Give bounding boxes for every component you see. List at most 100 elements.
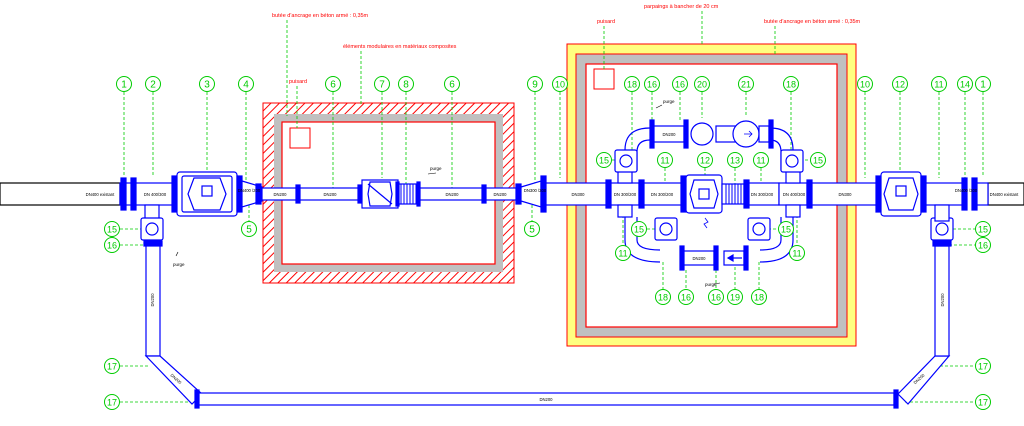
label-dn200-bypass-left: DN200 (150, 293, 155, 307)
callout-number: 15 (978, 225, 988, 235)
callout-circle (857, 76, 873, 92)
callout-circle (783, 76, 799, 92)
purge-labels: purge purge purge purge (173, 99, 721, 287)
callout-14: 14 (957, 76, 973, 92)
callout-circle (325, 76, 341, 92)
callout-number: 4 (243, 80, 249, 91)
callout-number: 11 (756, 156, 765, 166)
annotation-butee-left: butée d'ancrage en béton armé : 0,35m (272, 13, 369, 19)
callout-number: 12 (895, 80, 905, 90)
callout-circle (199, 76, 215, 92)
callout-11: 11 (657, 152, 673, 168)
callout-16: 16 (975, 237, 991, 253)
label-dn200-bypass-bottom: DN200 (539, 397, 553, 402)
callout-number: 16 (675, 80, 685, 90)
callout-17: 17 (104, 358, 120, 374)
callout-number: 18 (754, 293, 764, 303)
callout-number: 17 (978, 398, 988, 408)
callout-number: 5 (246, 225, 252, 236)
callout-circle (104, 237, 120, 253)
callout-15: 15 (631, 221, 647, 237)
callout-circle (727, 289, 743, 305)
callout-circle (738, 76, 754, 92)
callout-5: 5 (524, 221, 540, 237)
callout-circle (753, 152, 769, 168)
callout-circle (104, 394, 120, 410)
outer-bypass (140, 204, 954, 409)
callout-number: 18 (627, 80, 637, 90)
callout-17: 17 (975, 358, 991, 374)
callout-circle (657, 152, 673, 168)
callout-number: 16 (978, 241, 988, 251)
callout-4: 4 (238, 76, 254, 92)
callout-circle (374, 76, 390, 92)
callout-number: 17 (107, 362, 117, 372)
callout-number: 20 (697, 80, 707, 90)
callout-16: 16 (104, 237, 120, 253)
callout-circle (615, 245, 631, 261)
callout-circle (975, 221, 991, 237)
purge-left: purge (173, 262, 185, 267)
callout-number: 15 (107, 225, 117, 235)
callout-number: 6 (330, 80, 336, 91)
callout-18: 18 (783, 76, 799, 92)
callout-circle (892, 76, 908, 92)
callout-circle (694, 76, 710, 92)
callout-1: 1 (975, 76, 991, 92)
label-dn200-bypass-right: DN200 (940, 293, 945, 307)
callout-1: 1 (116, 76, 132, 92)
purge-chamber-right: purge (663, 99, 675, 104)
callout-number: 5 (529, 225, 535, 236)
callout-number: 14 (960, 80, 970, 90)
callout-6: 6 (325, 76, 341, 92)
callout-number: 6 (449, 80, 455, 91)
purge-bottom: purge (705, 282, 717, 287)
callout-16: 16 (708, 289, 724, 305)
callout-18: 18 (624, 76, 640, 92)
label-dn400-300-right: DN 400/300 (783, 192, 806, 197)
callout-number: 16 (681, 293, 691, 303)
callout-number: 10 (555, 80, 565, 90)
label-dn400-200-a: DN400 /200 (238, 188, 261, 193)
callout-circle (810, 152, 826, 168)
callout-number: 15 (634, 225, 644, 235)
callout-circle (975, 237, 991, 253)
callout-circle (751, 289, 767, 305)
callout-16: 16 (672, 76, 688, 92)
label-dn200-d: DN200 (493, 192, 507, 197)
callout-2: 2 (145, 76, 161, 92)
callout-number: 11 (934, 80, 943, 90)
label-dn300-b: DN300 (838, 192, 852, 197)
label-dn200-upper: DN200 (662, 132, 676, 137)
label-dn200-c: DN200 (445, 192, 459, 197)
left-sump (289, 127, 311, 149)
callout-number: 2 (150, 80, 156, 91)
callout-circle (527, 76, 543, 92)
label-dn200-lower: DN200 (692, 256, 706, 261)
callout-circle (631, 221, 647, 237)
callout-11: 11 (753, 152, 769, 168)
label-dn400-300-left: DN 400/300 (144, 192, 167, 197)
callout-number: 11 (792, 249, 801, 259)
annotation-puisard-right: puisard (597, 19, 615, 25)
callout-8: 8 (398, 76, 414, 92)
annotation-butee-right: butée d'ancrage en béton armé : 0,35m (764, 19, 861, 25)
callout-6: 6 (444, 76, 460, 92)
callout-circle (678, 289, 694, 305)
callout-circle (552, 76, 568, 92)
callout-number: 21 (741, 80, 751, 90)
callout-5: 5 (241, 221, 257, 237)
callout-circle (524, 221, 540, 237)
callout-12: 12 (697, 152, 713, 168)
callout-circle (241, 221, 257, 237)
callout-number: 16 (711, 293, 721, 303)
label-dn200-b: DN200 (323, 192, 337, 197)
flow-symbols (703, 130, 753, 229)
label-existant-right: DN400 existant (990, 192, 1019, 197)
right-sump (593, 68, 615, 90)
callout-circle (931, 76, 947, 92)
callout-number: 16 (647, 80, 657, 90)
callout-circle (697, 152, 713, 168)
